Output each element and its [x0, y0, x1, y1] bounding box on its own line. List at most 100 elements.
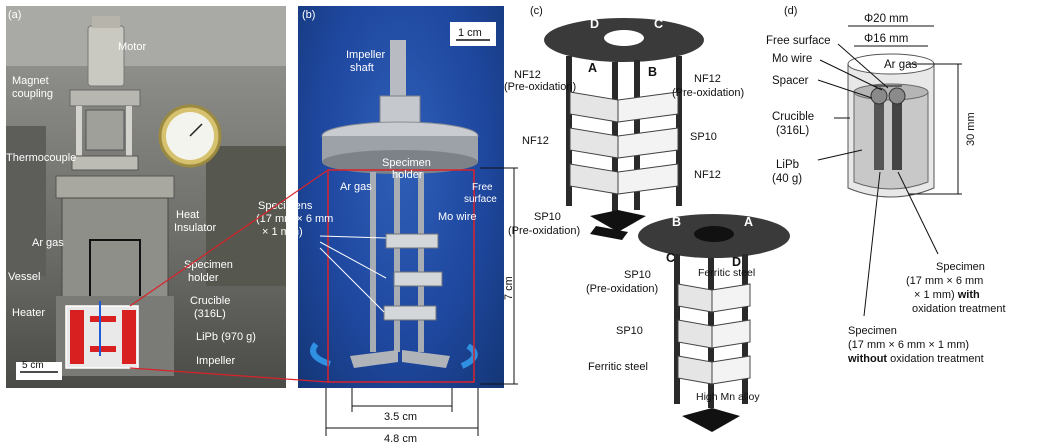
gauge-needle	[189, 123, 203, 137]
label-c-sp10-pre-2: (Pre-oxidation)	[508, 225, 580, 237]
specimen-with-oxidation	[874, 98, 884, 170]
heater-right	[122, 310, 136, 364]
label-specimen-holder-b-1: Specimen	[382, 157, 431, 169]
spacer-1	[870, 87, 888, 105]
panel-c-schematic: (c) D C A B NF12 (Pre-oxidation) NF12 (P…	[504, 5, 790, 432]
magnet-coupling	[85, 109, 125, 151]
impeller-blade-right	[402, 350, 450, 368]
label-c-sp10-pre-1: SP10	[534, 211, 561, 223]
label-spec-with-4: oxidation treatment	[912, 303, 1006, 315]
panel-b-id: (b)	[302, 9, 315, 21]
panel-d-schematic: (d) Φ20 mm Φ16 mm 30 mm Free surface Ar	[766, 5, 1006, 365]
frame-rod-left	[76, 106, 82, 166]
upper-flange	[71, 155, 139, 171]
leader-spec-without	[863, 171, 881, 317]
specimen-plate-1	[385, 233, 439, 249]
rod-3	[418, 172, 424, 352]
label-specimen-holder-b-2: holder	[392, 169, 423, 181]
label-impeller-shaft-2: shaft	[350, 62, 374, 74]
crucible-rim-red	[90, 316, 116, 322]
label-crucible-d-1: Crucible	[772, 111, 814, 123]
leader-spacer	[817, 79, 873, 99]
label-c-nf12-right: NF12	[694, 169, 721, 181]
label-spec-without-1: Specimen	[848, 325, 897, 337]
top-post-label-left: A	[588, 61, 597, 75]
spacer-2	[888, 87, 906, 105]
top-post-label-right: B	[648, 65, 657, 79]
specimen-plate-2	[393, 271, 443, 287]
label-c-b-high-mn: High Mn alloy	[696, 391, 760, 403]
bottom-disk-label-right: A	[744, 215, 753, 229]
rod-1	[370, 172, 376, 352]
label-mo-wire-b: Mo wire	[438, 211, 477, 223]
spec-with-size: × 1 mm)	[914, 289, 958, 301]
scale-box-b	[450, 22, 496, 46]
leader-free-surface	[837, 43, 889, 89]
leader-spec-with	[897, 171, 939, 255]
label-lipb-d-1: LiPb	[776, 159, 799, 171]
label-spec-with-3: × 1 mm) with	[914, 289, 980, 301]
bottom-post-label-left: C	[666, 251, 675, 265]
label-free-surface-b-2: surface	[464, 194, 497, 205]
label-heater: Heater	[12, 307, 45, 319]
label-7cm: 7 cm	[503, 276, 515, 300]
label-c-b-sp10-pre-2: (Pre-oxidation)	[586, 283, 658, 295]
shaft-collar	[379, 95, 421, 127]
lab-equipment	[206, 146, 286, 286]
lipb-level-red	[90, 346, 116, 352]
zoom-line-bottom	[129, 367, 329, 383]
label-crucible-a-2: (316L)	[194, 308, 226, 320]
label-crucible-a-1: Crucible	[190, 295, 230, 307]
label-lipb-d-2: (40 g)	[772, 173, 802, 185]
label-free-surface-d: Free surface	[766, 35, 831, 47]
motor-cap	[92, 16, 120, 28]
top-foot	[590, 210, 646, 232]
heater-left	[70, 310, 84, 364]
label-spec-without-3: without oxidation treatment	[847, 353, 984, 365]
holder-disk-bottom	[322, 150, 478, 174]
bottom-disk-hole	[694, 226, 734, 242]
label-c-b-ferritic-left: Ferritic steel	[588, 361, 648, 373]
label-heat-insulator-2: Insulator	[174, 222, 217, 234]
specimens-leader-3	[319, 247, 385, 313]
impeller-blade-left	[350, 350, 398, 368]
bottom-foot	[682, 408, 740, 432]
top-band-1	[569, 91, 679, 123]
label-specimen-holder-a-1: Specimen	[184, 259, 233, 271]
top-foot-2	[590, 226, 628, 240]
label-spec-without-2: (17 mm × 6 mm × 1 mm)	[848, 339, 969, 351]
label-c-b-ferritic-right: Ferritic steel	[698, 267, 755, 279]
top-disk-label-left: D	[590, 17, 599, 31]
top-disk-label-right: C	[654, 17, 663, 31]
label-spacer: Spacer	[772, 75, 809, 87]
label-ar-gas-a: Ar gas	[32, 237, 64, 249]
panel-b-photo: (b) 1 cm Impeller shaft Specimen holder …	[298, 6, 504, 388]
lab-background	[6, 6, 286, 66]
frame-rod-right	[126, 106, 132, 166]
label-vessel: Vessel	[8, 271, 40, 283]
label-outer-dia: Φ20 mm	[864, 13, 908, 25]
label-impeller-a: Impeller	[196, 355, 235, 367]
label-c-b-sp10-pre-1: SP10	[624, 269, 651, 281]
zoom-line-top	[129, 169, 329, 307]
label-c-nf12-pre-right-1: NF12	[694, 73, 721, 85]
label-specimen-holder-a-2: holder	[188, 272, 219, 284]
panel-a-id: (a)	[8, 9, 21, 21]
label-heat-insulator-1: Heat	[176, 209, 199, 221]
specimens-leader-2	[319, 241, 387, 279]
label-inner-dia: Φ16 mm	[864, 33, 908, 45]
bottom-disk-label-left: B	[672, 215, 681, 229]
rotation-arrow-left	[310, 342, 332, 367]
lipb-volume	[853, 92, 929, 190]
label-ar-gas-d: Ar gas	[884, 59, 917, 71]
label-c-b-sp10: SP10	[616, 325, 643, 337]
bottom-post-label-right: D	[732, 255, 741, 269]
panel-b-drawing: (b) 1 cm Impeller shaft Specimen holder …	[302, 9, 497, 383]
panel-c-id: (c)	[530, 5, 543, 17]
label-spec-with-1: Specimen	[936, 261, 985, 273]
label-specimens-b-1: Specimens	[258, 200, 313, 212]
bottom-band-1	[677, 283, 751, 313]
label-c-sp10-right: SP10	[690, 131, 717, 143]
top-post-4	[676, 56, 682, 206]
